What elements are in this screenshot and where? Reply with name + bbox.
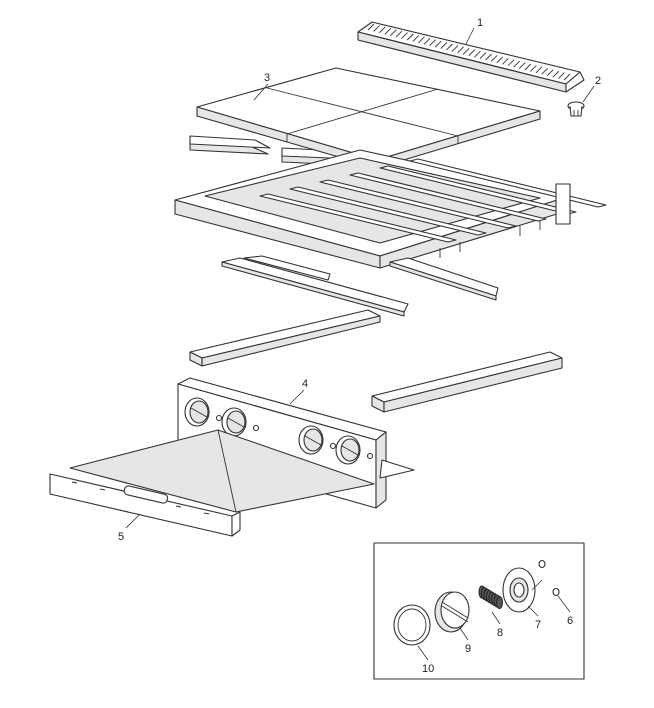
- callout-labels: 1 2 3 4 5 6 7 8 9 10: [118, 17, 601, 675]
- grille-slot: [457, 46, 464, 54]
- grille-slot: [418, 36, 425, 44]
- control-knob: [434, 591, 470, 633]
- grille-slot: [552, 70, 560, 78]
- drip-tray: [49, 429, 375, 537]
- grille-slot: [378, 26, 386, 34]
- grille-slot: [541, 67, 548, 75]
- grille-slot: [468, 49, 476, 57]
- griddle-plates: [189, 67, 541, 169]
- grille-slot: [390, 29, 397, 37]
- grille-slot: [429, 39, 436, 47]
- callout-10: 10: [422, 663, 434, 675]
- bezel-screws: [538, 559, 560, 597]
- angle-bar-left: [189, 309, 381, 367]
- retaining-ring: [393, 604, 431, 646]
- callout-1: 1: [477, 17, 483, 29]
- grille-slot: [513, 60, 520, 68]
- grille-slot: [518, 62, 526, 69]
- control-panel: [177, 377, 415, 509]
- vent-grille: [357, 21, 585, 93]
- tray-slot: [175, 505, 182, 508]
- panel-knob: [335, 435, 374, 465]
- callout-5: 5: [118, 531, 124, 543]
- panel-knob: [184, 397, 223, 427]
- grille-slot: [496, 56, 504, 64]
- grille-slot: [423, 37, 431, 45]
- grille-slot: [558, 72, 565, 79]
- support-rails: [221, 255, 499, 317]
- frame-rib: [319, 179, 517, 229]
- grille-slot: [367, 23, 375, 31]
- grille-slot: [546, 69, 554, 77]
- frame-rib: [379, 165, 577, 215]
- tray-slot: [203, 512, 210, 515]
- grille-slot: [485, 53, 492, 61]
- callout-2: 2: [595, 75, 601, 87]
- callout-6: 6: [567, 615, 573, 627]
- callout-8: 8: [497, 627, 503, 639]
- plug-cap: [567, 101, 585, 117]
- callout-9: 9: [465, 643, 471, 655]
- callout-4: 4: [302, 378, 308, 390]
- grille-slot: [563, 73, 571, 81]
- leader-lines: [125, 27, 595, 661]
- grille-slot: [535, 66, 543, 74]
- spring-coil: [496, 596, 503, 609]
- grille-slot: [446, 43, 453, 51]
- frame-rib: [349, 172, 547, 222]
- callout-3: 3: [264, 72, 270, 84]
- grille-slot: [479, 52, 487, 59]
- tray-slot: [99, 488, 106, 491]
- knob-detail-inset: [373, 542, 585, 680]
- panel-knob: [298, 425, 337, 455]
- angle-bar-right: [371, 351, 563, 413]
- frame-rib: [289, 186, 487, 236]
- grille-slot: [524, 63, 532, 71]
- frame-rib: [259, 193, 457, 243]
- panel-knob: [221, 407, 260, 437]
- grille-slot: [440, 42, 448, 49]
- grille-slot: [401, 32, 408, 39]
- knob-spring: [478, 585, 503, 609]
- chassis-frame: [174, 149, 607, 269]
- grille-slot: [462, 47, 470, 55]
- grille-slot: [412, 35, 420, 42]
- grille-slot: [406, 33, 414, 41]
- tray-slot: [71, 481, 78, 484]
- grille-slot: [530, 65, 537, 72]
- grille-slot: [490, 55, 498, 62]
- grille-slot: [434, 40, 442, 48]
- knob-bezel: [502, 567, 536, 613]
- grille-slot: [384, 27, 392, 35]
- callout-7: 7: [535, 619, 541, 631]
- grille-slot: [373, 25, 380, 32]
- grille-slot: [451, 45, 459, 52]
- grille-slot: [395, 30, 403, 38]
- grille-slot: [502, 57, 509, 65]
- grille-slot: [507, 59, 515, 67]
- grille-slot: [474, 50, 481, 58]
